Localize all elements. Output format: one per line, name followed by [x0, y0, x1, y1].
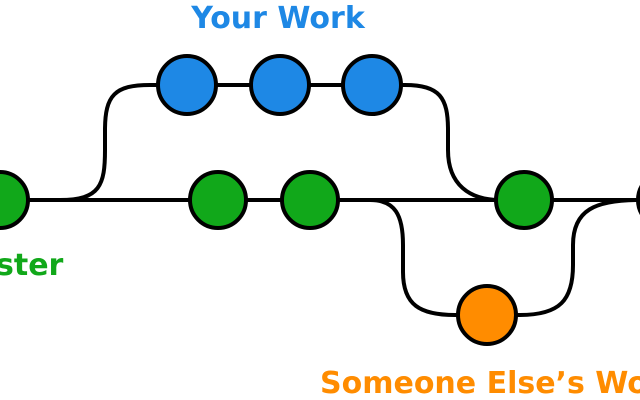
your-work-commit-2 [249, 54, 311, 116]
master-commit-1 [0, 170, 30, 230]
master-commit-3 [280, 170, 340, 230]
master-commits [0, 170, 640, 230]
someone-else-commits [456, 284, 518, 346]
someone-else-line [369, 198, 640, 317]
your-work-label: Your Work [190, 1, 366, 36]
your-work-commits [156, 54, 403, 116]
master-label: ster [0, 248, 64, 283]
someone-else-label: Someone Else’s Wo [320, 366, 640, 400]
someone-else-commit-1 [456, 284, 518, 346]
your-work-commit-1 [156, 54, 218, 116]
master-commit-4 [494, 170, 554, 230]
your-work-commit-3 [341, 54, 403, 116]
master-commit-2 [188, 170, 248, 230]
